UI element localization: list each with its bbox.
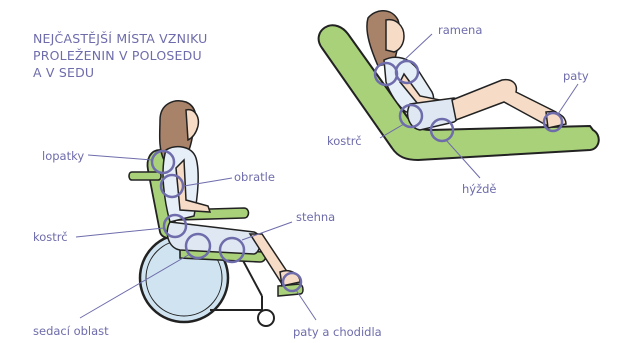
leader-kostrc-sitting — [76, 228, 164, 237]
leader-lopatky — [88, 155, 152, 160]
reclining-face — [386, 20, 404, 52]
label-kostrc-reclining: kostrč — [327, 134, 362, 148]
wheelchair-push-handle — [129, 172, 161, 180]
leader-ramena — [400, 34, 432, 64]
leader-paty-chodidla — [296, 290, 316, 320]
sitting-face — [186, 110, 198, 140]
reclining-figure: ramena paty kostrč hýždě — [319, 11, 599, 196]
label-hyzde: hýždě — [462, 182, 497, 196]
label-sedaci-oblast: sedací oblast — [33, 324, 109, 338]
leader-paty — [558, 84, 578, 114]
label-ramena: ramena — [438, 23, 482, 37]
label-paty: paty — [563, 69, 589, 83]
label-paty-a-chodidla: paty a chodidla — [293, 325, 382, 339]
label-obratle: obratle — [234, 170, 275, 184]
wheelchair-caster — [258, 310, 274, 326]
label-lopatky: lopatky — [42, 149, 84, 163]
label-stehna: stehna — [296, 210, 335, 224]
label-kostrc-sitting: kostrč — [33, 230, 68, 244]
